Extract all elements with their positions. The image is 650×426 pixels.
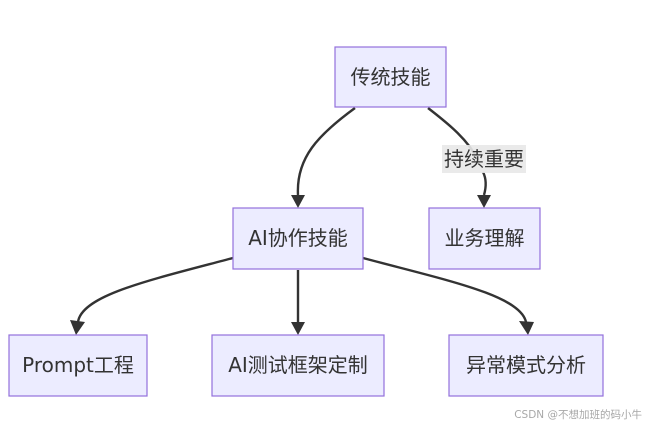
edge-ai-collab-to-anomaly bbox=[362, 256, 528, 323]
node-label-business-understanding: 业务理解 bbox=[445, 226, 525, 250]
node-ai-test-framework: AI测试框架定制 bbox=[211, 334, 385, 397]
node-label-anomaly-pattern-analysis: 异常模式分析 bbox=[466, 353, 586, 377]
node-ai-collab-skills: AI协作技能 bbox=[232, 207, 364, 270]
edge-ai-collab-to-anomaly-arrowhead bbox=[519, 321, 534, 335]
edge-label-background bbox=[442, 145, 526, 173]
node-prompt-engineering: Prompt工程 bbox=[8, 334, 148, 397]
edge-traditional-to-ai-collab-arrowhead bbox=[291, 195, 305, 208]
edge-traditional-to-business-arrowhead bbox=[477, 195, 491, 208]
edge-ai-collab-to-prompt-arrowhead bbox=[70, 320, 85, 335]
node-traditional-skills: 传统技能 bbox=[334, 46, 447, 108]
edge-ai-collab-to-ai-test-framework-arrowhead bbox=[291, 322, 305, 335]
edge-traditional-to-business-lower bbox=[481, 171, 487, 196]
node-label-ai-test-framework: AI测试框架定制 bbox=[228, 353, 368, 377]
edge-traditional-to-ai-collab bbox=[296, 107, 356, 196]
edge-label-continued-importance: 持续重要 bbox=[442, 145, 526, 173]
node-label-ai-collab-skills: AI协作技能 bbox=[248, 226, 348, 250]
edge-label-text: 持续重要 bbox=[444, 147, 524, 171]
node-label-traditional-skills: 传统技能 bbox=[351, 65, 431, 89]
edge-ai-collab-to-prompt bbox=[76, 256, 234, 323]
watermark-text: CSDN @不想加班的码小牛 bbox=[514, 408, 642, 421]
node-label-prompt-engineering: Prompt工程 bbox=[22, 353, 134, 377]
edges bbox=[70, 107, 534, 335]
node-business-understanding: 业务理解 bbox=[428, 207, 541, 270]
node-anomaly-pattern-analysis: 异常模式分析 bbox=[448, 334, 604, 397]
